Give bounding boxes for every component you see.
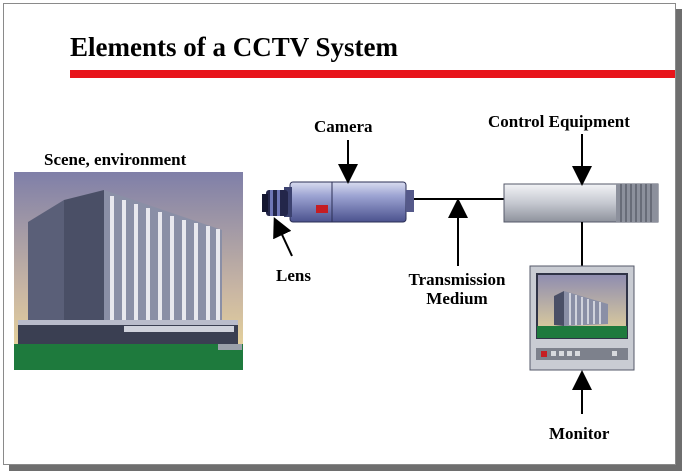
building-image — [14, 172, 243, 370]
title-underline — [70, 70, 675, 78]
cctv-diagram — [14, 134, 659, 414]
label-lens: Lens — [276, 266, 311, 285]
monitor-icon — [529, 265, 635, 371]
label-transmission-line2: Medium — [426, 289, 488, 308]
slide-title: Elements of a CCTV System — [70, 32, 398, 62]
label-transmission-line1: Transmission — [408, 270, 506, 289]
control-unit-icon — [503, 183, 659, 223]
pointer-arrows — [273, 134, 592, 414]
label-camera: Camera — [314, 117, 373, 136]
lens-icon — [262, 190, 288, 216]
label-monitor: Monitor — [549, 424, 610, 443]
camera-icon — [284, 181, 414, 223]
label-control-equipment: Control Equipment — [488, 112, 630, 131]
arrow-lens — [273, 216, 293, 257]
label-transmission-medium: Transmission Medium — [392, 270, 522, 308]
label-scene: Scene, environment — [44, 150, 187, 169]
slide: Elements of a CCTV System Scene, environ… — [3, 3, 676, 465]
